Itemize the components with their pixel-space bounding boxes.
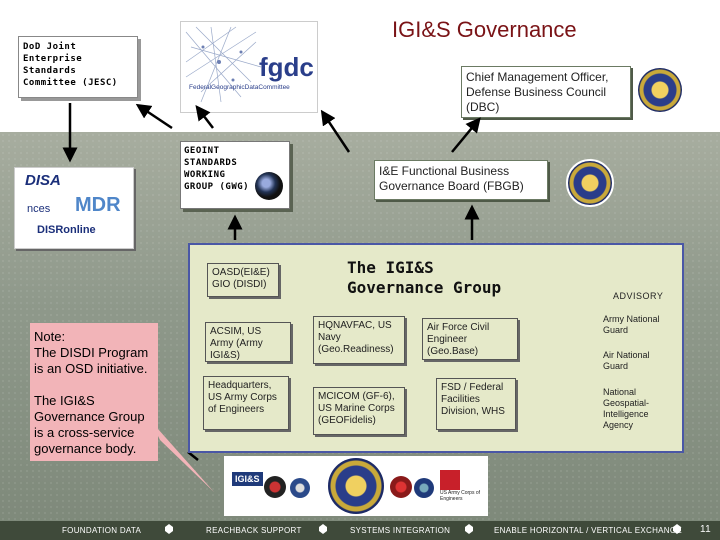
member-mcicom: MCICOM (GF-6), US Marine Corps (GEOFidel… [313, 387, 405, 435]
slide-title: IGI&S Governance [392, 17, 577, 42]
arrow-fbgb-to-fgdc [320, 109, 351, 153]
footer-bullet-icon [465, 524, 473, 534]
gwg-globe-icon [255, 172, 283, 200]
member-fsd: FSD / Federal Facilities Division, WHS [436, 378, 516, 430]
member-usace-label: Headquarters, US Army Corps of Engineers [208, 380, 277, 415]
footer-bullet-icon [165, 524, 173, 534]
airforce-seal-icon [414, 478, 434, 498]
footer-bullet-icon [673, 524, 681, 534]
jesc-box: DoD Joint Enterprise Standards Committee… [18, 36, 138, 98]
footer-systems-integration: SYSTEMS INTEGRATION [350, 526, 451, 535]
mdr-logo: MDR [75, 194, 121, 216]
cmo-box: Chief Management Officer, Defense Busine… [461, 66, 631, 118]
advisory-air-ng: Air National Guard [603, 350, 650, 371]
arrow-fbgb-to-cmo [451, 117, 481, 153]
note-igis: The IGI&S Governance Group is a cross-se… [34, 393, 145, 456]
usace-castle-icon [440, 470, 460, 490]
arrow-gwg-to-jesc [135, 103, 173, 130]
governance-group-title: The IGI&S Governance Group [347, 258, 502, 297]
gwg-label: GEOINT STANDARDS WORKING GROUP (GWG) [184, 146, 250, 192]
service-logos-strip: IGI&S US Army Corps of Engineers [224, 456, 488, 516]
footer-reachback-support: REACHBACK SUPPORT [206, 526, 302, 535]
navy-seal-icon [290, 478, 310, 498]
member-mcicom-label: MCICOM (GF-6), US Marine Corps (GEOFidel… [318, 391, 395, 426]
igis-logo: IGI&S [232, 472, 263, 486]
note-pointer-wedge [150, 420, 214, 492]
disr-online-logo: DISRonline [37, 224, 96, 236]
member-navfac-label: HQNAVFAC, US Navy (Geo.Readiness) [318, 320, 394, 355]
note-heading: Note: [34, 329, 66, 344]
footer-bullet-icon [319, 524, 327, 534]
footer-foundation-data: FOUNDATION DATA [62, 526, 142, 535]
fgdc-logo: fgdc FederalGeographicDataCommittee [180, 21, 318, 113]
disr-logo-panel: DISA nces MDR DISRonline [14, 167, 134, 249]
nces-logo: nces [27, 203, 51, 215]
member-afce: Air Force Civil Engineer (Geo.Base) [422, 318, 518, 360]
arrow-note-pointer [187, 451, 199, 461]
member-oasd-label: OASD(EI&E) GIO (DISDI) [212, 267, 270, 290]
member-afce-label: Air Force Civil Engineer (Geo.Base) [427, 322, 490, 357]
advisory-label: ADVISORY [613, 291, 664, 301]
jesc-label: DoD Joint Enterprise Standards Committee… [23, 42, 118, 88]
fgdc-sub-text: FederalGeographicDataCommittee [189, 84, 290, 91]
dod-seal-icon [638, 68, 682, 112]
member-oasd: OASD(EI&E) GIO (DISDI) [207, 263, 279, 297]
member-acsim: ACSIM, US Army (Army IGI&S) [205, 322, 291, 362]
arrow-gwg-to-fgdc [195, 105, 214, 129]
fgdc-logo-text: fgdc [259, 52, 314, 82]
advisory-army-ng: Army National Guard [603, 314, 660, 335]
advisory-nga: National Geospatial-Intelligence Agency [603, 387, 650, 430]
footer-bar [0, 521, 720, 540]
note-disdi: The DISDI Program is an OSD initiative. [34, 345, 149, 376]
gwg-box: GEOINT STANDARDS WORKING GROUP (GWG) [180, 141, 290, 209]
member-acsim-label: ACSIM, US Army (Army IGI&S) [210, 326, 263, 361]
cmo-label: Chief Management Officer, Defense Busine… [466, 70, 609, 114]
usace-label: US Army Corps of Engineers [440, 490, 481, 502]
marine-seal-icon [390, 476, 412, 498]
member-fsd-label: FSD / Federal Facilities Division, WHS [441, 382, 505, 417]
fbgb-label: I&E Functional Business Governance Board… [379, 164, 524, 193]
army-seal-icon [264, 476, 286, 498]
footer-enable-exchange: ENABLE HORIZONTAL / VERTICAL EXCHANGE [494, 526, 683, 535]
page-number: 11 [700, 524, 711, 535]
fgdc-globe-icon [185, 26, 262, 103]
disa-logo: DISA [25, 172, 61, 189]
member-usace: Headquarters, US Army Corps of Engineers [203, 376, 289, 430]
dod-large-seal-icon [328, 458, 384, 514]
note-box: Note: The DISDI Program is an OSD initia… [30, 323, 158, 461]
fbgb-seal-icon [566, 159, 614, 207]
fbgb-box: I&E Functional Business Governance Board… [374, 160, 548, 200]
member-navfac: HQNAVFAC, US Navy (Geo.Readiness) [313, 316, 405, 364]
